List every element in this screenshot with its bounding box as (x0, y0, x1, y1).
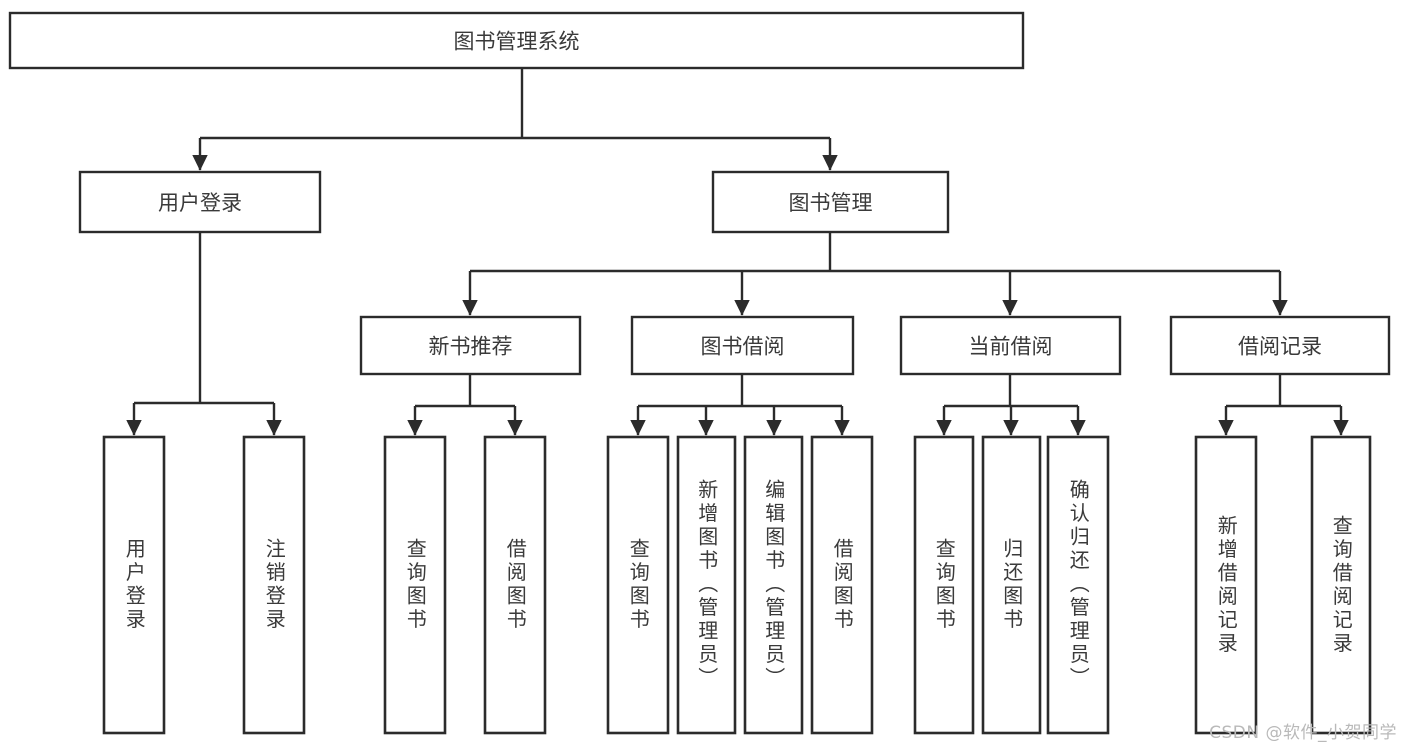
leaf-box[interactable] (981, 435, 1042, 735)
node-current-borrow-box[interactable] (899, 315, 1122, 376)
leaf-box[interactable] (606, 435, 670, 735)
node-book-manage[interactable]: 图书管理 (711, 170, 950, 234)
node-borrow-record-box[interactable] (1169, 315, 1391, 376)
leaf-box[interactable] (913, 435, 975, 735)
leaf-box[interactable] (810, 435, 874, 735)
node-current-borrow[interactable]: 当前借阅 (899, 315, 1122, 376)
leaf-box[interactable] (1310, 435, 1372, 735)
connector-layer (126, 68, 1349, 436)
node-user-login-box[interactable] (78, 170, 322, 234)
node-borrow-record[interactable]: 借阅记录 (1169, 315, 1391, 376)
node-new-book-recommend[interactable]: 新书推荐 (359, 315, 582, 376)
node-user-login-label: 用户登录 (158, 191, 242, 215)
leaf-box[interactable] (483, 435, 547, 735)
node-book-manage-label: 图书管理 (789, 191, 873, 215)
node-new-book-recommend-label: 新书推荐 (429, 335, 513, 359)
node-root-box[interactable] (8, 11, 1025, 70)
leaf-box[interactable] (102, 435, 166, 735)
node-new-book-recommend-box[interactable] (359, 315, 582, 376)
node-layer: 图书管理系统 用户登录 图书管理 新书推荐 图书借阅 当前借阅 (8, 11, 1391, 376)
leaf-box[interactable] (242, 435, 306, 735)
leaf-box-layer (102, 435, 1372, 735)
node-root-label: 图书管理系统 (454, 30, 580, 54)
node-borrow-record-label: 借阅记录 (1238, 335, 1322, 359)
watermark-text: CSDN @软件_小贺同学 (1209, 723, 1397, 743)
node-book-borrow[interactable]: 图书借阅 (630, 315, 855, 376)
node-book-manage-box[interactable] (711, 170, 950, 234)
node-book-borrow-label: 图书借阅 (701, 335, 785, 359)
node-book-borrow-box[interactable] (630, 315, 855, 376)
leaf-box[interactable] (383, 435, 447, 735)
leaf-box[interactable] (743, 435, 804, 735)
leaf-box[interactable] (676, 435, 737, 735)
node-current-borrow-label: 当前借阅 (969, 335, 1053, 359)
leaf-box[interactable] (1046, 435, 1110, 735)
node-root[interactable]: 图书管理系统 (8, 11, 1025, 70)
leaf-box[interactable] (1194, 435, 1258, 735)
node-user-login[interactable]: 用户登录 (78, 170, 322, 234)
